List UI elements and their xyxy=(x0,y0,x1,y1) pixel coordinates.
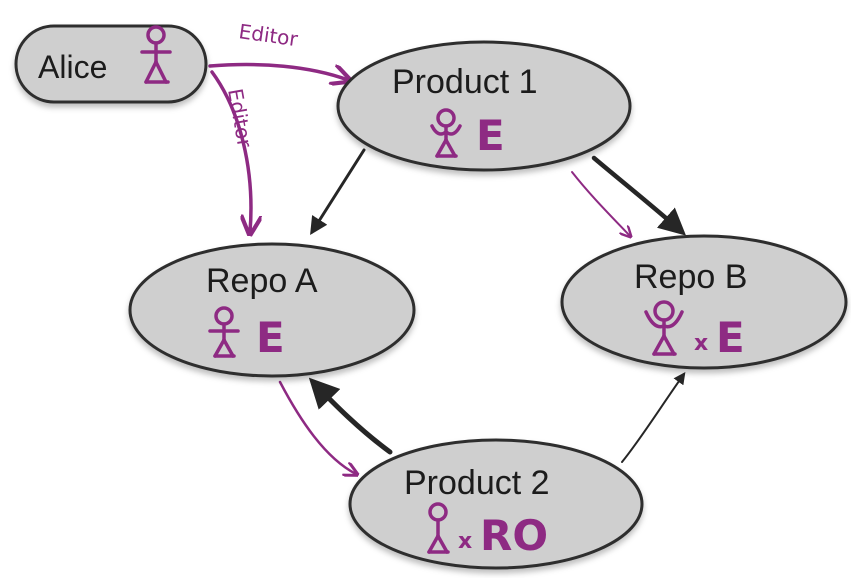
edge-alice-repo-a xyxy=(210,70,251,232)
node-product1-permission: E xyxy=(476,111,505,160)
node-repo-b-multiplier: x xyxy=(694,331,708,356)
node-repo-b-label: Repo B xyxy=(634,258,747,296)
node-product2-permission: RO xyxy=(480,511,548,560)
node-product1[interactable]: Product 1 E xyxy=(336,40,632,172)
edge-product1-repo-b xyxy=(591,155,687,236)
edge-product2-repo-a xyxy=(308,377,393,455)
node-repo-a-permission: E xyxy=(256,313,285,362)
edge-alice-product1 xyxy=(208,62,348,80)
node-repo-b-permission: E xyxy=(716,313,745,362)
node-repo-b[interactable]: Repo B x E xyxy=(560,234,848,370)
node-product2[interactable]: Product 2 x RO xyxy=(348,438,644,570)
stick-figure-icon xyxy=(430,108,462,158)
edge-repo-a-product2 xyxy=(278,380,356,474)
node-product2-multiplier: x xyxy=(458,529,472,554)
stick-figure-icon xyxy=(208,306,240,358)
node-alice[interactable]: Alice xyxy=(14,24,208,104)
edge-label-alice-product1: Editor xyxy=(237,19,300,51)
node-product1-label: Product 1 xyxy=(392,63,538,101)
edge-product1-repo-b-permission xyxy=(571,171,630,236)
edge-product1-repo-a xyxy=(310,148,366,236)
node-repo-a-label: Repo A xyxy=(206,262,318,300)
node-repo-a[interactable]: Repo A E xyxy=(128,242,416,378)
stick-figure-icon xyxy=(644,300,684,356)
node-alice-label: Alice xyxy=(38,49,107,85)
stick-figure-icon xyxy=(427,502,450,554)
node-product2-label: Product 2 xyxy=(404,464,550,502)
stick-figure-icon xyxy=(140,25,172,84)
edge-product2-repo-b xyxy=(621,372,686,463)
edge-label-alice-repo-a: Editor xyxy=(223,87,257,150)
